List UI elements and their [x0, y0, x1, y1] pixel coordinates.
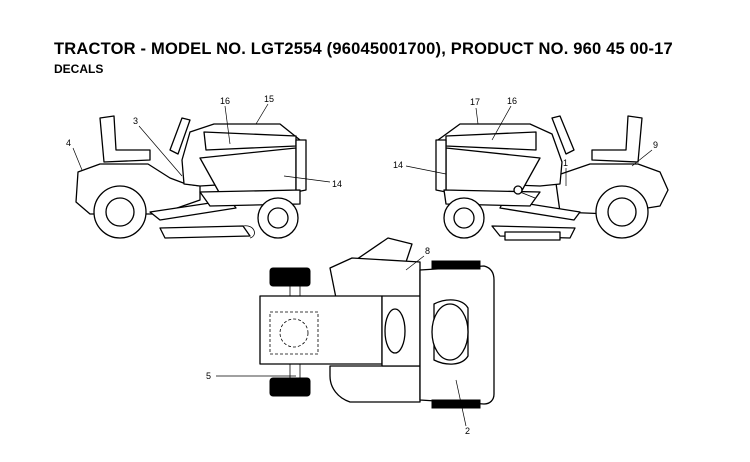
grille-right: [435, 139, 447, 193]
rear-wheel-top-lower: [431, 399, 481, 409]
hood-top-view: [259, 295, 383, 365]
seat-left: [99, 115, 151, 163]
callout-17: 17: [470, 97, 480, 107]
tractor-left-side-view: [75, 115, 307, 239]
footrest-top-lower: [329, 365, 421, 403]
callout-5: 5: [206, 371, 211, 381]
callout-leaders: [72, 103, 653, 427]
front-wheel-top-lower: [269, 377, 311, 397]
callout-3: 3: [133, 116, 138, 126]
mower-deck-left: [159, 225, 251, 239]
grille-left: [295, 139, 307, 193]
steering-right: [551, 115, 575, 155]
steering-left: [169, 117, 191, 155]
tractor-top-view: [259, 237, 495, 409]
callout-4: 4: [66, 138, 71, 148]
callout-14-right: 14: [393, 160, 403, 170]
callout-1: 1: [563, 158, 568, 168]
footrest-top-upper: [329, 257, 421, 301]
rear-wheel-top-upper: [431, 260, 481, 270]
page-title: TRACTOR - MODEL NO. LGT2554 (96045001700…: [54, 40, 673, 58]
callout-16-left: 16: [220, 96, 230, 106]
callout-15: 15: [264, 94, 274, 104]
tractor-right-side-view: [435, 115, 669, 241]
page-subtitle: DECALS: [54, 62, 104, 76]
seat-right: [591, 115, 643, 163]
callout-8: 8: [425, 246, 430, 256]
callout-numbers: 3 4 16 15 14 17 16 14 1 9 8 5 2: [66, 94, 658, 436]
callout-14-left: 14: [332, 179, 342, 189]
callout-2: 2: [465, 426, 470, 436]
callout-9: 9: [653, 140, 658, 150]
callout-16-right: 16: [507, 96, 517, 106]
front-wheel-top-upper: [269, 267, 311, 287]
